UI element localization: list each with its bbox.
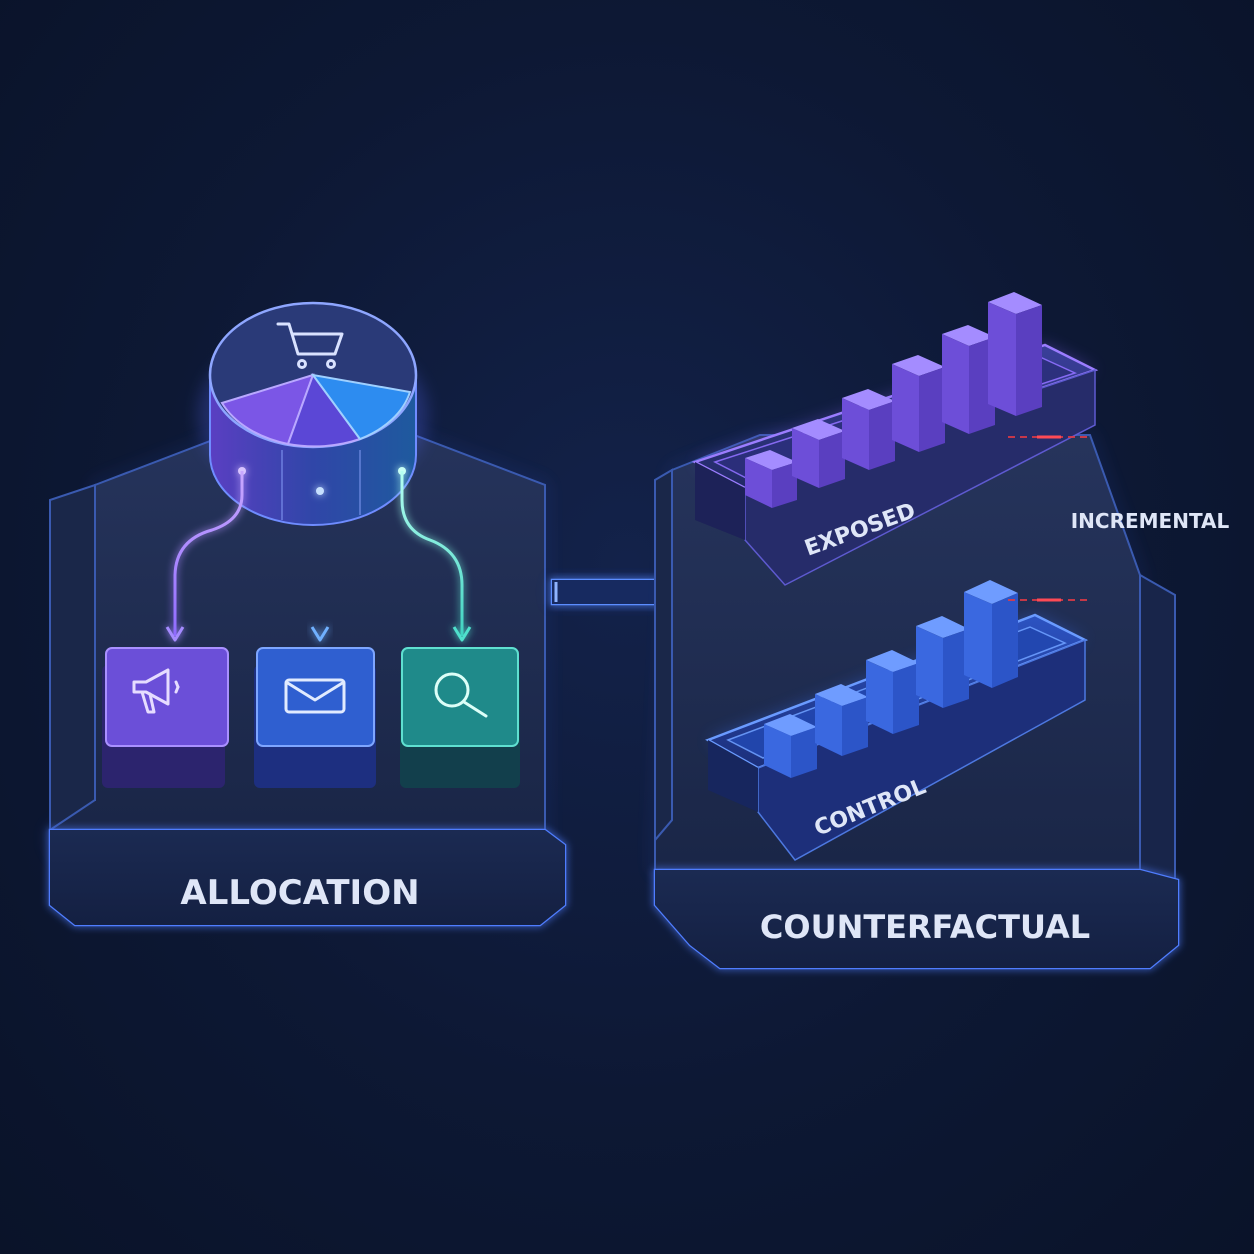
envelope-icon: [284, 678, 346, 714]
panel-connector: [550, 578, 670, 606]
exposed-bars: [745, 292, 1042, 508]
arrow-to-envelope: [310, 487, 330, 642]
exposed-bar-3: [842, 389, 895, 470]
channel-envelope: [254, 647, 376, 788]
exposed-group: EXPOSED: [691, 292, 1099, 586]
shopping-cart-icon: [276, 322, 344, 369]
allocation-hub: [198, 301, 428, 526]
magnifier-icon: [434, 672, 488, 718]
exposed-bar-4: [892, 355, 945, 452]
incremental-indicator: INCREMENTAL: [1008, 435, 1230, 602]
control-bar-2: [815, 684, 868, 756]
exposed-bar-5: [942, 325, 995, 434]
arrow-to-magnifier: [398, 467, 472, 642]
allocation-label: ALLOCATION: [180, 873, 419, 913]
control-bar-5: [964, 580, 1018, 688]
control-bar-1: [764, 714, 817, 778]
exposed-bar-1: [745, 450, 797, 508]
exposed-bar-6: [988, 292, 1042, 416]
channel-megaphone: [102, 647, 229, 788]
arrow-to-megaphone: [165, 467, 246, 642]
exposed-bar-2: [792, 419, 845, 488]
control-bar-3: [866, 650, 919, 734]
allocation-arrows: [165, 467, 472, 642]
incremental-label: INCREMENTAL: [1071, 509, 1230, 533]
counterfactual-label: COUNTERFACTUAL: [760, 908, 1090, 946]
control-group: CONTROL: [705, 580, 1089, 861]
channel-magnifier: [400, 647, 520, 788]
control-bars: [764, 580, 1018, 778]
control-bar-4: [916, 616, 969, 708]
megaphone-icon: [132, 668, 180, 714]
